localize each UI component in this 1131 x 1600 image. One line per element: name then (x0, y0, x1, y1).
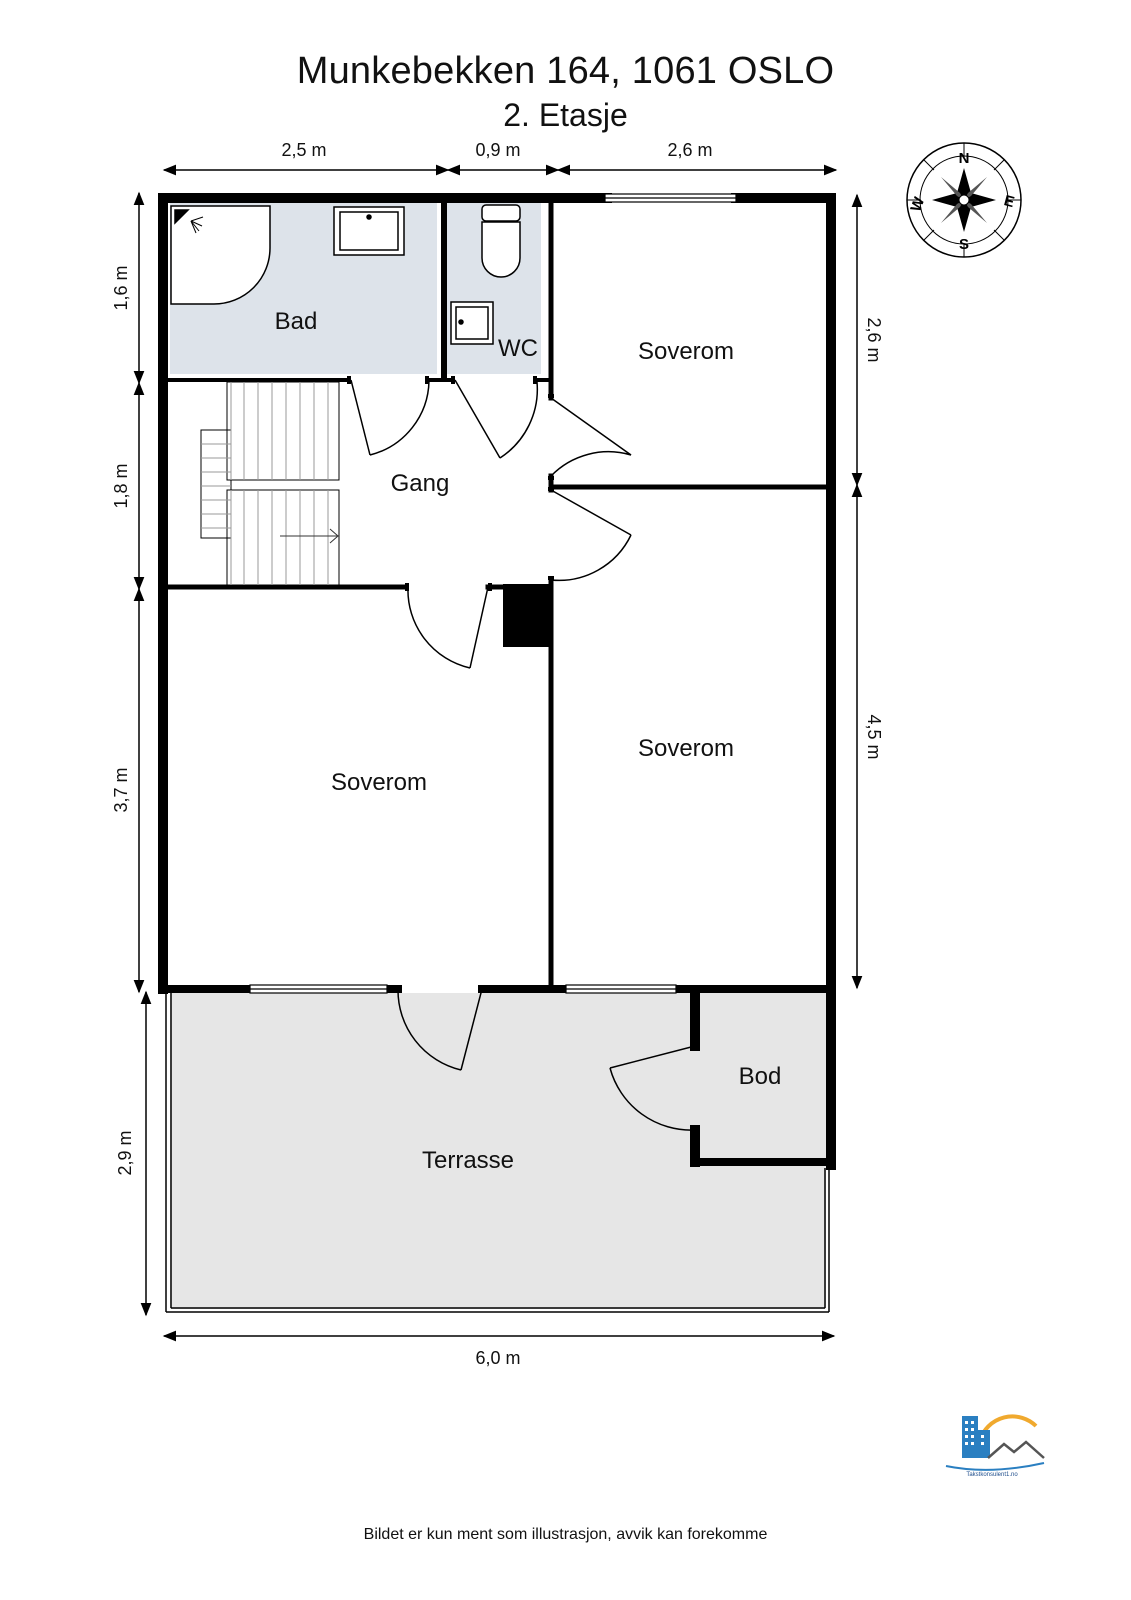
dimension-lines (133, 164, 863, 1342)
storage-floor (695, 993, 826, 1163)
room-label-soverom-ne: Soverom (638, 338, 734, 365)
dim-left-1: 1,6 m (111, 265, 131, 310)
bathroom-fixtures (170, 204, 521, 345)
compass-e: E (1002, 192, 1016, 211)
room-label-soverom-w: Soverom (331, 769, 427, 796)
compass-rose-icon: N E S W (906, 142, 1022, 258)
shower-head-icon (190, 216, 204, 234)
walls (158, 193, 836, 1170)
disclaimer: Bildet er kun ment som illustrasjon, avv… (363, 1526, 768, 1543)
dim-left-4: 2,9 m (115, 1130, 135, 1175)
dim-right-1: 2,6 m (864, 317, 884, 362)
room-label-soverom-e: Soverom (638, 735, 734, 762)
shaft (503, 584, 551, 647)
dim-top-wc: 0,9 m (475, 140, 520, 160)
dim-bottom: 6,0 m (475, 1348, 520, 1368)
room-label-bad: Bad (275, 308, 318, 335)
dim-right-2: 4,5 m (864, 714, 884, 759)
stairs (200, 381, 340, 586)
company-logo: Takstkonsulent1.no (945, 1414, 1045, 1478)
compass-s: S (959, 236, 969, 253)
floor-subtitle: 2. Etasje (503, 97, 628, 133)
room-label-bod: Bod (739, 1063, 782, 1090)
dim-top-soverom: 2,6 m (667, 140, 712, 160)
room-label-terrasse: Terrasse (422, 1147, 514, 1174)
terrace-railing (165, 993, 830, 1313)
room-label-wc: WC (498, 335, 538, 362)
room-label-gang: Gang (391, 470, 450, 497)
compass-n: N (959, 150, 970, 167)
door-gaps (347, 376, 700, 1134)
dim-top-bad: 2,5 m (281, 140, 326, 160)
dim-left-2: 1,8 m (111, 463, 131, 508)
windows (249, 193, 737, 994)
logo-text: Takstkonsulent1.no (966, 1472, 1018, 1478)
doors (350, 379, 696, 1131)
toilet-icon (481, 204, 521, 222)
dim-left-3: 3,7 m (111, 767, 131, 812)
plan-title: Munkebekken 164, 1061 OSLO (296, 50, 835, 92)
compass-w: W (907, 194, 928, 214)
